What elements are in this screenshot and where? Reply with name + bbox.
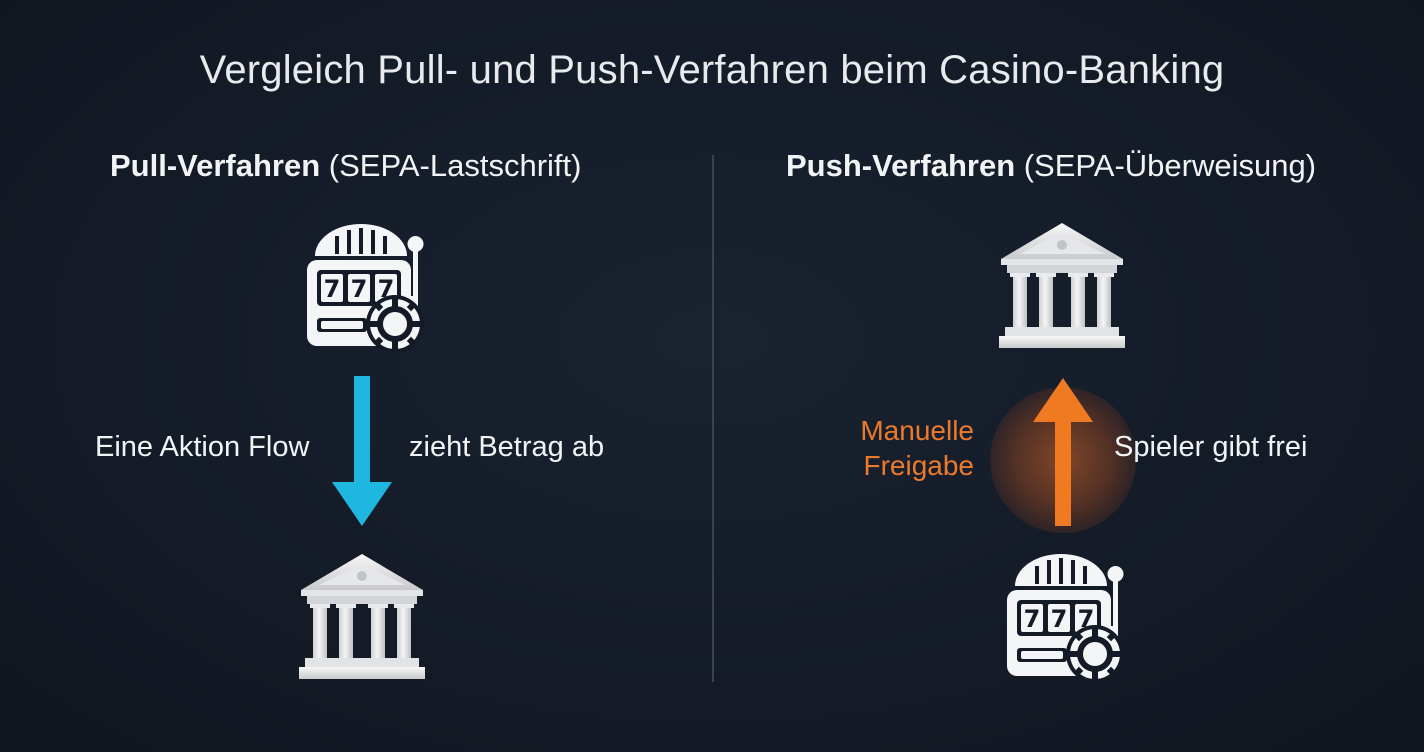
pull-heading-bold: Pull-Verfahren [110, 148, 321, 183]
manual-release-label: Manuelle Freigabe [860, 413, 974, 483]
push-heading-bold: Push-Verfahren [786, 148, 1016, 183]
push-heading-sub: (SEPA-Überweisung) [1015, 148, 1317, 183]
arrow-down-icon [332, 376, 392, 526]
slot-machine-icon [307, 224, 424, 352]
push-action-label: Spieler gibt frei [1114, 431, 1308, 463]
arrow-up-icon [1033, 378, 1093, 526]
manual-release-line1: Manuelle [860, 415, 974, 446]
pull-heading-sub: (SEPA-Lastschrift) [320, 148, 582, 183]
column-divider [712, 155, 714, 682]
manual-release-line2: Freigabe [863, 450, 974, 481]
pull-flow-label: Eine Aktion Flow [95, 431, 310, 463]
pull-heading: Pull-Verfahren (SEPA-Lastschrift) [110, 148, 581, 184]
slot-machine-icon [1007, 554, 1124, 682]
bank-icon [999, 223, 1125, 348]
push-heading: Push-Verfahren (SEPA-Überweisung) [786, 148, 1316, 184]
pull-action-label: zieht Betrag ab [409, 431, 605, 463]
page-title: Vergleich Pull- und Push-Verfahren beim … [199, 48, 1225, 92]
bank-icon [299, 554, 425, 679]
